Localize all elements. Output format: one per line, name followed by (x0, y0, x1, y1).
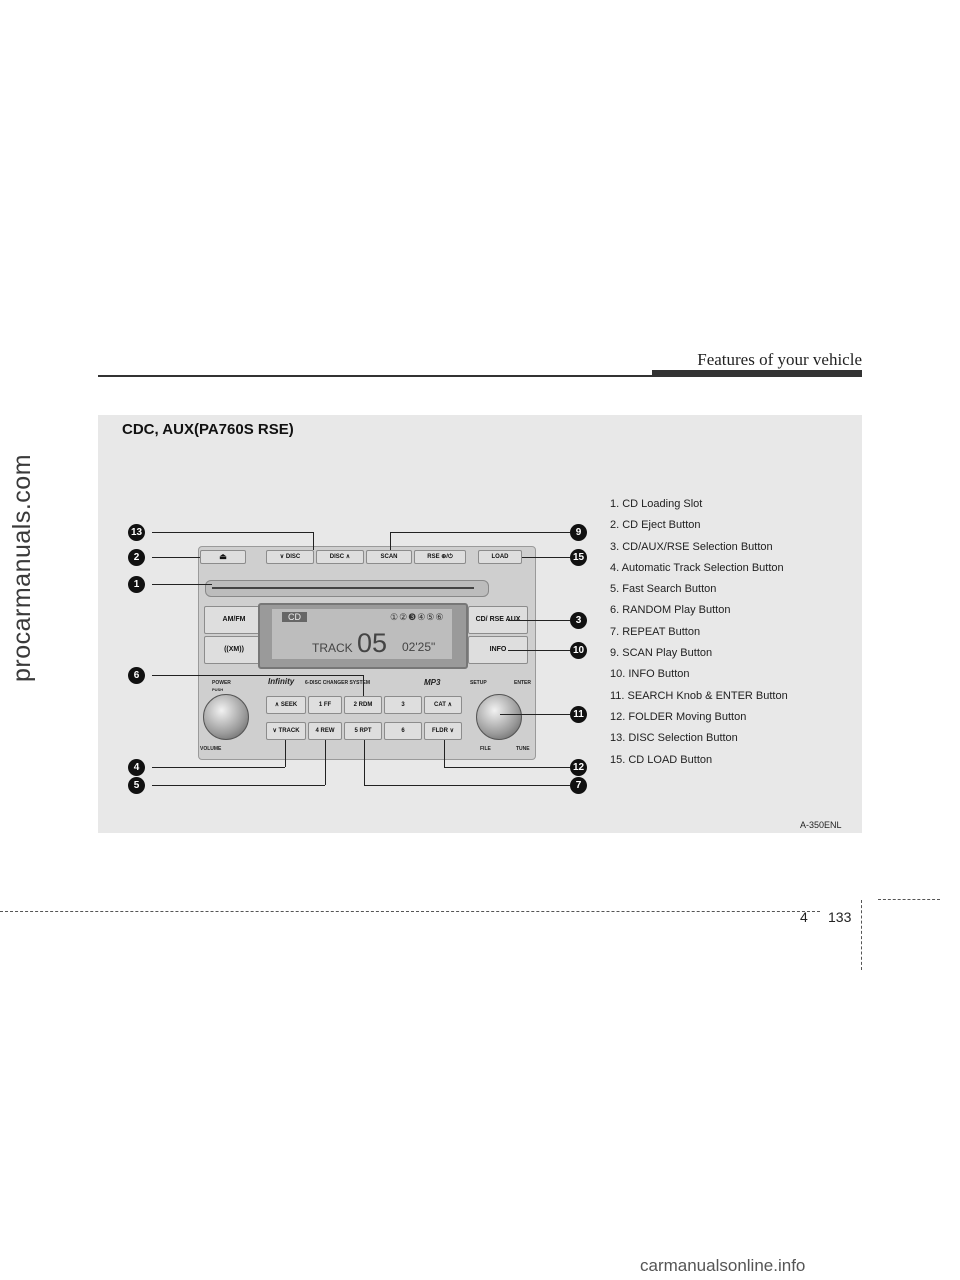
rew-button[interactable]: 4 REW (308, 722, 342, 740)
page-number: 133 (828, 909, 852, 925)
callout-3: 3 (570, 612, 587, 629)
leader-line (444, 767, 570, 768)
lcd-mode: CD (282, 612, 307, 622)
legend-item: 5. Fast Search Button (610, 583, 717, 596)
leader-line (390, 532, 391, 550)
leader-line (152, 532, 314, 533)
leader-line (152, 785, 325, 786)
header-rule-accent (652, 370, 862, 377)
leader-line (363, 675, 364, 696)
scan-button[interactable]: SCAN (366, 550, 412, 564)
rse-power-button[interactable]: RSE ⊕/⏻ (414, 550, 466, 564)
lcd-time: 02'25" (402, 640, 436, 654)
callout-15: 15 (570, 549, 587, 566)
leader-line (152, 584, 212, 585)
legend-item: 7. REPEAT Button (610, 625, 701, 638)
setup-label: SETUP (470, 680, 487, 686)
leader-line (152, 675, 364, 676)
preset-3-button[interactable]: 3 (384, 696, 422, 714)
callout-4: 4 (128, 759, 145, 776)
folder-button[interactable]: FLDR ∨ (424, 722, 462, 740)
section-header: Features of your vehicle (697, 350, 862, 369)
leader-line (364, 740, 365, 785)
xm-button[interactable]: ((XM)) (204, 636, 264, 664)
bottom-watermark: carmanualsonline.info (640, 1256, 806, 1275)
leader-line (285, 740, 286, 767)
enter-label: ENTER (514, 680, 531, 686)
cat-button[interactable]: CAT ∧ (424, 696, 462, 714)
file-label: FILE (480, 746, 491, 752)
search-enter-knob[interactable] (476, 694, 522, 740)
side-watermark-text: procarmanuals.com (8, 453, 36, 682)
ff-button[interactable]: 1 FF (308, 696, 342, 714)
footer-rule (0, 911, 820, 912)
mp3-logo: MP3 (424, 678, 441, 687)
cd-slot-opening (212, 587, 474, 589)
callout-10: 10 (570, 642, 587, 659)
push-label: PUSH (212, 687, 224, 692)
volume-label: VOLUME (200, 746, 222, 752)
figure-title: CDC, AUX(PA760S RSE) (122, 421, 294, 438)
callout-13: 13 (128, 524, 145, 541)
callout-5: 5 (128, 777, 145, 794)
disc-up-button[interactable]: DISC ∧ (316, 550, 364, 564)
leader-line (364, 785, 570, 786)
chapter-number: 4 (800, 909, 808, 925)
disc-down-button[interactable]: ∨ DISC (266, 550, 314, 564)
figure-legend: 1. CD Loading Slot 2. CD Eject Button 3.… (610, 496, 788, 773)
callout-1: 1 (128, 576, 145, 593)
am-fm-button[interactable]: AM/FM (204, 606, 264, 634)
legend-item: 12. FOLDER Moving Button (610, 710, 747, 723)
lcd-track-label: TRACK (312, 641, 353, 655)
leader-line (152, 557, 200, 558)
footer-divider (861, 900, 862, 970)
legend-item: 11. SEARCH Knob & ENTER Button (610, 689, 788, 702)
callout-2: 2 (128, 549, 145, 566)
leader-line (313, 532, 314, 550)
legend-item: 6. RANDOM Play Button (610, 604, 731, 617)
legend-item: 15. CD LOAD Button (610, 753, 713, 766)
preset-6-button[interactable]: 6 (384, 722, 422, 740)
track-button[interactable]: ∨ TRACK (266, 722, 306, 740)
callout-11: 11 (570, 706, 587, 723)
callout-9: 9 (570, 524, 587, 541)
eject-button[interactable]: ⏏ (200, 550, 246, 564)
callout-6: 6 (128, 667, 145, 684)
leader-line (152, 767, 285, 768)
legend-item: 2. CD Eject Button (610, 519, 701, 532)
tune-label: TUNE (516, 746, 530, 752)
lcd-track-number: 05 (357, 628, 388, 658)
legend-item: 10. INFO Button (610, 668, 690, 681)
leader-line (522, 557, 570, 558)
leader-line (325, 740, 326, 785)
changer-label: 6-DISC CHANGER SYSTEM (305, 680, 371, 686)
leader-line (390, 532, 570, 533)
infinity-logo: Infinity (268, 677, 295, 686)
footer-rule-short (878, 899, 940, 900)
leader-line (500, 714, 570, 715)
random-button[interactable]: 2 RDM (344, 696, 382, 714)
power-volume-knob[interactable] (203, 694, 249, 740)
leader-line (508, 650, 570, 651)
power-label: POWER (212, 680, 231, 686)
lcd-disc-indicators: ①②❸④⑤⑥ (390, 612, 445, 622)
legend-item: 1. CD Loading Slot (610, 498, 703, 510)
load-button[interactable]: LOAD (478, 550, 522, 564)
legend-item: 9. SCAN Play Button (610, 647, 713, 660)
legend-item: 13. DISC Selection Button (610, 732, 738, 745)
leader-line (508, 620, 570, 621)
legend-item: 3. CD/AUX/RSE Selection Button (610, 540, 773, 553)
figure-code: A-350ENL (800, 820, 842, 830)
callout-12: 12 (570, 759, 587, 776)
callout-7: 7 (570, 777, 587, 794)
header-rule (98, 375, 862, 377)
legend-item: 4. Automatic Track Selection Button (610, 561, 784, 574)
repeat-button[interactable]: 5 RPT (344, 722, 382, 740)
leader-line (444, 740, 445, 767)
seek-button[interactable]: ∧ SEEK (266, 696, 306, 714)
